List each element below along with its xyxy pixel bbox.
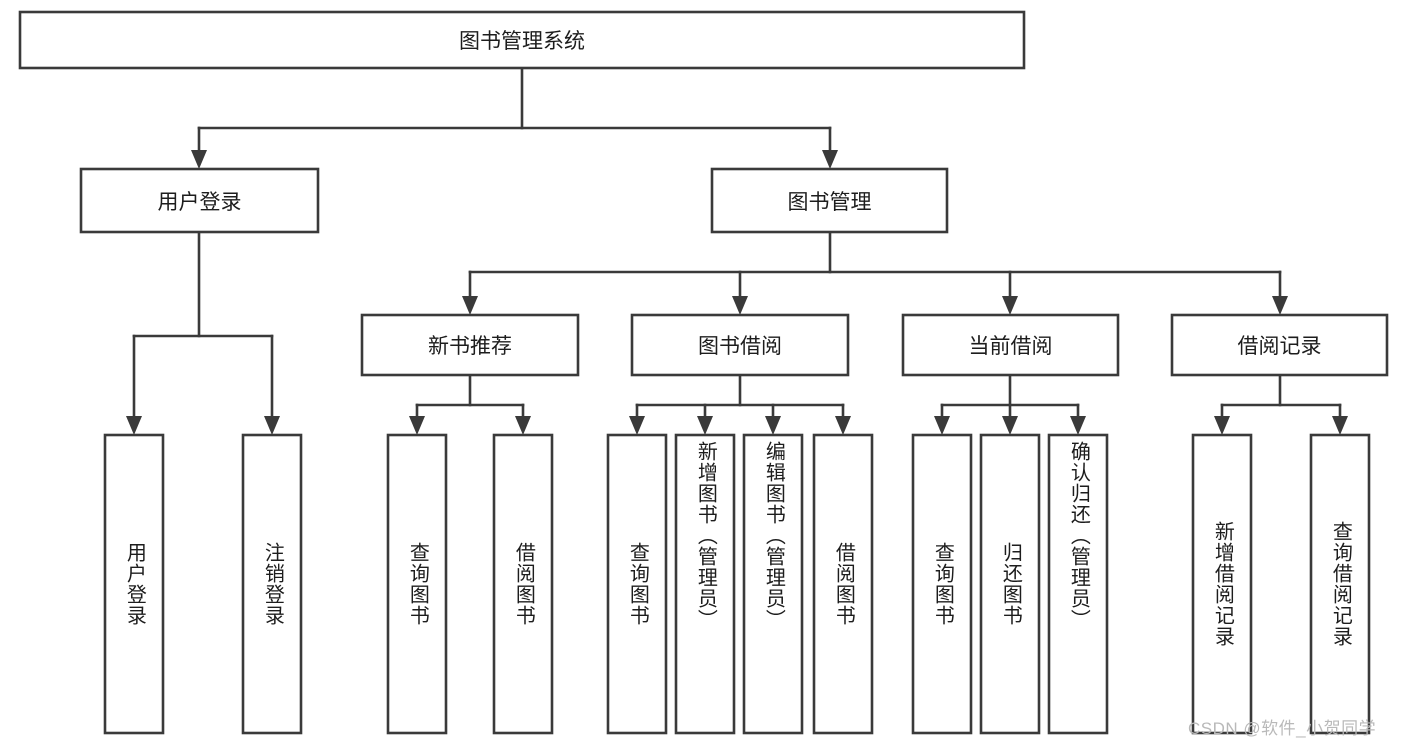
node-box-layer [18, 10, 1389, 735]
node-box-leaf-query-book-3[interactable] [911, 433, 973, 735]
arrow-head-leaf-borrow-book-1 [515, 416, 531, 435]
node-box-leaf-confirm-return[interactable] [1047, 433, 1109, 735]
arrow-head-leaf-logout-login [264, 416, 280, 435]
arrow-head-leaf-borrow-book-2 [835, 416, 851, 435]
node-box-leaf-add-book[interactable] [674, 433, 736, 735]
node-box-user-login[interactable] [79, 167, 320, 234]
arrow-head-leaf-query-borrow-record [1332, 416, 1348, 435]
node-box-leaf-user-login[interactable] [103, 433, 165, 735]
arrow-head-user-login [191, 150, 207, 169]
node-box-leaf-edit-book[interactable] [742, 433, 804, 735]
node-box-leaf-query-book-2[interactable] [606, 433, 668, 735]
node-box-leaf-return-book[interactable] [979, 433, 1041, 735]
arrow-head-leaf-query-book-2 [629, 416, 645, 435]
arrow-head-leaf-user-login [126, 416, 142, 435]
arrow-head-leaf-confirm-return [1070, 416, 1086, 435]
node-box-leaf-query-borrow-record[interactable] [1309, 433, 1371, 735]
node-box-root[interactable] [18, 10, 1026, 70]
arrow-head-new-book-recommend [462, 296, 478, 315]
arrow-head-leaf-add-book [697, 416, 713, 435]
node-box-borrow-record[interactable] [1170, 313, 1389, 377]
node-box-book-borrow[interactable] [630, 313, 850, 377]
node-box-leaf-borrow-book-2[interactable] [812, 433, 874, 735]
node-box-leaf-logout-login[interactable] [241, 433, 303, 735]
node-box-book-management[interactable] [710, 167, 949, 234]
arrow-head-leaf-return-book [1002, 416, 1018, 435]
node-box-leaf-borrow-book-1[interactable] [492, 433, 554, 735]
arrow-head-leaf-query-book-3 [934, 416, 950, 435]
arrow-head-borrow-record [1272, 296, 1288, 315]
arrow-head-current-borrow [1002, 296, 1018, 315]
node-box-leaf-query-book-1[interactable] [386, 433, 448, 735]
node-box-leaf-add-borrow-record[interactable] [1191, 433, 1253, 735]
arrow-head-leaf-query-book-1 [409, 416, 425, 435]
node-box-current-borrow[interactable] [901, 313, 1120, 377]
connector-layer [126, 66, 1348, 435]
csdn-watermark: CSDN @软件_小贺同学 [1188, 719, 1377, 738]
arrow-head-book-management [822, 150, 838, 169]
arrow-head-leaf-add-borrow-record [1214, 416, 1230, 435]
node-box-new-book-recommend[interactable] [360, 313, 580, 377]
arrow-head-leaf-edit-book [765, 416, 781, 435]
arrow-head-book-borrow [732, 296, 748, 315]
